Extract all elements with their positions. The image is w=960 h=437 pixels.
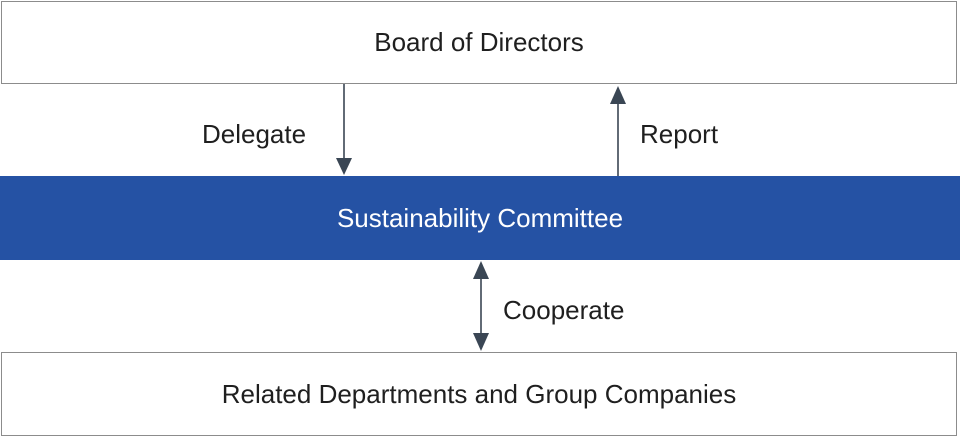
cooperate-arrow (473, 261, 489, 351)
delegate-label: Delegate (202, 119, 307, 149)
report-label: Report (640, 119, 719, 149)
related-departments-label: Related Departments and Group Companies (221, 378, 737, 409)
sustainability-committee-box: Sustainability Committee (0, 176, 960, 260)
delegate-arrow (336, 84, 352, 175)
board-of-directors-label: Board of Directors (374, 27, 584, 57)
related-departments-box: Related Departments and Group Companies (1, 352, 957, 436)
report-arrow (610, 86, 626, 176)
sustainability-committee-label: Sustainability Committee (336, 202, 624, 233)
board-of-directors-box: Board of Directors (1, 1, 957, 84)
cooperate-label: Cooperate (503, 295, 625, 325)
